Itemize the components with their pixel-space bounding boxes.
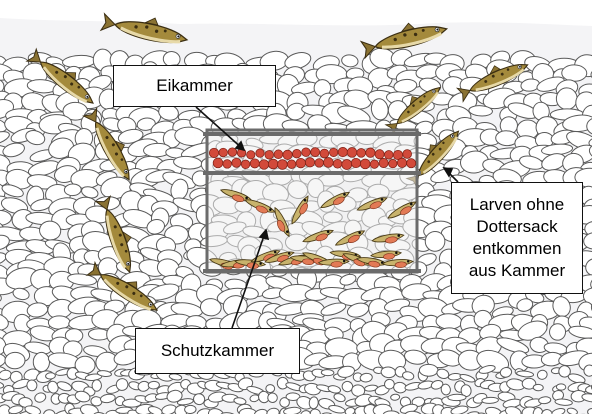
- gravel-stone: [184, 405, 196, 414]
- egg: [232, 158, 241, 167]
- egg: [296, 158, 306, 168]
- egg: [209, 148, 218, 157]
- egg: [241, 160, 250, 169]
- larvae-escape-line-1: Larven ohne: [470, 194, 565, 216]
- egg: [403, 150, 412, 159]
- gravel-stone: [390, 394, 400, 401]
- egg: [370, 160, 378, 168]
- egg: [357, 149, 366, 158]
- egg: [278, 160, 288, 170]
- egg: [256, 149, 264, 157]
- egg-chamber-label: Eikammer: [113, 65, 276, 107]
- egg: [351, 158, 360, 167]
- gravel-stone: [556, 384, 566, 390]
- egg: [366, 148, 375, 157]
- egg: [287, 160, 296, 169]
- larvae-escape-line-3: entkommen: [473, 238, 562, 260]
- egg: [324, 158, 334, 168]
- egg: [213, 158, 223, 168]
- gravel-stone: [562, 65, 587, 82]
- gravel-stone: [384, 379, 394, 389]
- egg: [274, 150, 283, 159]
- egg: [375, 150, 384, 159]
- egg: [311, 148, 320, 157]
- gravel-stone: [45, 372, 55, 379]
- egg: [385, 151, 394, 160]
- egg: [250, 159, 259, 168]
- gravel-stone: [48, 316, 70, 330]
- gravel-stone: [419, 364, 438, 376]
- larvae-escape-line-4: aus Kammer: [469, 260, 565, 282]
- egg: [305, 158, 314, 167]
- egg: [247, 151, 255, 159]
- gravel-stone: [321, 369, 334, 376]
- gravel-stone: [266, 384, 275, 392]
- egg: [379, 158, 388, 167]
- egg: [223, 160, 232, 169]
- egg: [333, 159, 342, 168]
- egg-chamber-text: Eikammer: [156, 75, 233, 97]
- gravel-stone: [5, 352, 26, 369]
- egg: [283, 150, 292, 159]
- egg: [360, 159, 370, 169]
- larvae-escape-label: Larven ohne Dottersack entkommen aus Kam…: [451, 182, 583, 294]
- egg: [329, 148, 337, 156]
- protection-chamber-text: Schutzkammer: [161, 340, 274, 362]
- egg: [265, 151, 274, 160]
- gravel-stone: [482, 397, 499, 404]
- incubation-box: [203, 130, 421, 272]
- larvae-escape-line-2: Dottersack: [476, 216, 557, 238]
- egg: [389, 159, 397, 167]
- egg: [259, 160, 269, 170]
- gravel-stone: [556, 87, 578, 109]
- egg: [219, 148, 228, 157]
- gravel-stone: [533, 384, 543, 391]
- gravel-stone: [448, 394, 466, 401]
- egg: [347, 148, 357, 158]
- gravel-stone: [64, 184, 81, 196]
- egg: [338, 147, 347, 156]
- egg: [407, 159, 416, 168]
- egg: [302, 148, 311, 157]
- egg: [293, 149, 302, 158]
- gravel-stone: [92, 380, 102, 392]
- gravel-stone: [26, 380, 37, 392]
- egg: [228, 148, 237, 157]
- egg: [268, 159, 278, 169]
- egg: [397, 158, 406, 167]
- protection-chamber-label: Schutzkammer: [135, 328, 300, 374]
- egg: [315, 159, 324, 168]
- egg: [342, 160, 352, 170]
- egg: [320, 149, 329, 158]
